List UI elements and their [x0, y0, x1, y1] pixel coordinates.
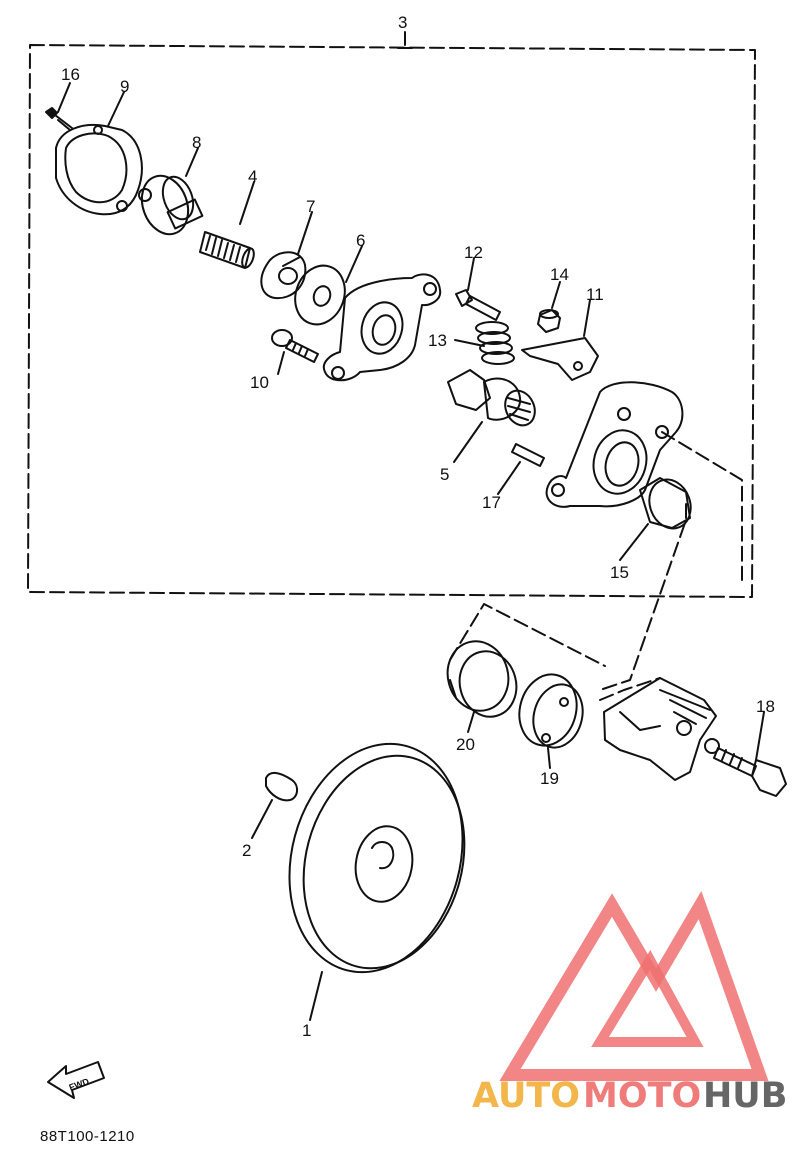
engine-case-fragment — [603, 677, 720, 781]
cap-20 — [446, 640, 518, 718]
label-5: 5 — [440, 465, 449, 484]
label-6: 6 — [356, 231, 365, 250]
label-12: 12 — [464, 243, 483, 262]
cap-14 — [537, 309, 561, 333]
label-9: 9 — [120, 77, 129, 96]
diagram-code: 88T100-1210 — [40, 1128, 135, 1145]
callout-labels: 3 16 9 8 4 7 6 12 14 11 13 10 5 17 15 18… — [61, 13, 775, 1040]
washer-6 — [294, 264, 346, 326]
label-3: 3 — [398, 13, 407, 32]
label-1: 1 — [302, 1021, 311, 1040]
shaft-8 — [138, 174, 204, 236]
label-14: 14 — [550, 265, 569, 284]
lever-11 — [521, 337, 599, 381]
label-19: 19 — [540, 769, 559, 788]
logo-text-hub: HUB — [703, 1076, 787, 1116]
plate-1 — [288, 742, 466, 974]
pump-housing — [545, 381, 684, 508]
label-2: 2 — [242, 841, 251, 860]
fwd-arrow-icon: FWD — [47, 1061, 105, 1099]
cover-9 — [55, 124, 143, 216]
label-8: 8 — [192, 133, 201, 152]
label-13: 13 — [428, 331, 447, 350]
label-7: 7 — [306, 197, 315, 216]
label-16: 16 — [61, 65, 80, 84]
housing-plate — [322, 273, 442, 382]
bolt-12 — [455, 289, 501, 321]
bolt-16 — [45, 107, 73, 131]
label-17: 17 — [482, 493, 501, 512]
pin-17 — [511, 443, 545, 467]
spring-shaft-4 — [199, 231, 255, 269]
label-10: 10 — [250, 373, 269, 392]
label-15: 15 — [610, 563, 629, 582]
bolt-18 — [713, 747, 787, 797]
bolt-10 — [271, 329, 319, 363]
label-20: 20 — [456, 735, 475, 754]
label-4: 4 — [248, 167, 257, 186]
key-2 — [265, 772, 298, 802]
logo-text-auto: AUTO — [472, 1076, 580, 1116]
spring-13 — [475, 321, 515, 365]
automotohub-logo: AUTO MOTO HUB — [472, 890, 787, 1116]
plug-15 — [639, 477, 692, 530]
plate-7 — [260, 251, 307, 300]
gear-5 — [447, 369, 536, 427]
logo-text-moto: MOTO — [583, 1076, 701, 1116]
bearing-19 — [518, 673, 584, 749]
label-18: 18 — [756, 697, 775, 716]
assembly-boundary — [27, 31, 756, 598]
label-11: 11 — [586, 285, 604, 304]
